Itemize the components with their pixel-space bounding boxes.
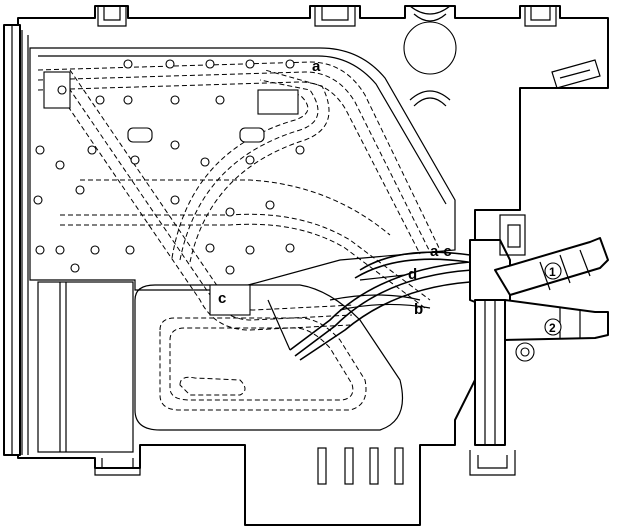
hose-channel-a (37, 61, 441, 255)
slot-1 (127, 127, 153, 143)
connector-block (469, 214, 535, 446)
rivet-holes (33, 59, 305, 275)
lower-loop-channel (159, 317, 367, 411)
label-d: d (408, 266, 417, 283)
top-clip-1 (97, 6, 127, 27)
hose-channel-c (171, 69, 330, 263)
bottom-tab-slots (317, 447, 404, 485)
top-clip-4 (524, 6, 557, 27)
label-c-box (214, 286, 234, 308)
bottom-tab (244, 445, 421, 526)
bottom-clip-1 (94, 458, 141, 476)
top-clip-3 (409, 5, 451, 22)
label-b: b (414, 301, 423, 318)
right-clip (551, 59, 601, 89)
hose-channel-d (60, 179, 431, 309)
label-2: 2 (549, 321, 556, 335)
slot-2 (239, 127, 265, 143)
round-opening (403, 21, 457, 75)
bottom-clip-3 (469, 450, 516, 476)
lower-chamber (134, 284, 404, 431)
slot-3 (257, 89, 299, 115)
housing-outline (17, 5, 609, 469)
lower-left-box (37, 281, 134, 453)
nozzle-1 (494, 237, 609, 296)
nozzle-2 (504, 299, 609, 341)
label-1: 1 (549, 265, 556, 279)
top-clip-2 (314, 6, 356, 27)
hose-lines (289, 251, 473, 361)
label-a: a (312, 58, 321, 75)
inner-panel (29, 47, 456, 291)
label-c: c (218, 290, 226, 307)
label-a-c: a-c (430, 243, 452, 260)
